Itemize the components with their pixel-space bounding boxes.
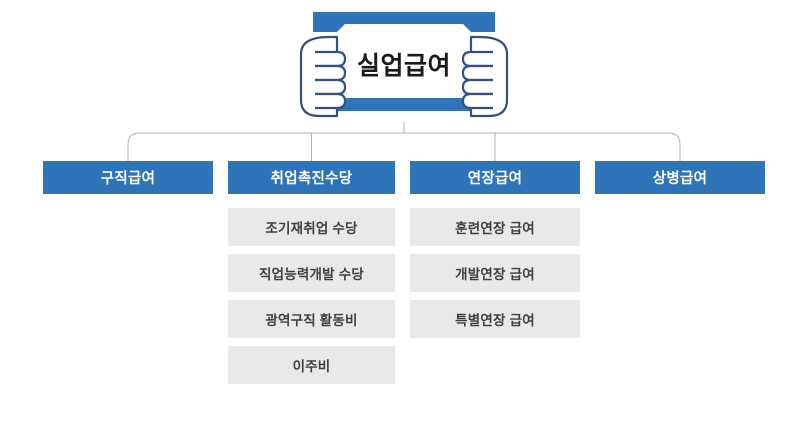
root-emblem-hands-banner <box>293 6 515 122</box>
category-header-employment-promotion-allowance[interactable]: 취업촉진수당 <box>228 161 395 194</box>
sub-item-early-reemployment-allowance[interactable]: 조기재취업 수당 <box>228 208 395 246</box>
sub-item-vocational-development-allowance[interactable]: 직업능력개발 수당 <box>228 254 395 292</box>
root-node-label: 실업급여 <box>356 51 451 80</box>
sub-item-wide-area-job-search-cost[interactable]: 광역구직 활동비 <box>228 300 395 338</box>
right-hand-icon <box>461 35 509 118</box>
category-header-extended-benefit[interactable]: 연장급여 <box>410 161 580 194</box>
sub-item-special-extension-benefit[interactable]: 특별연장 급여 <box>410 300 580 338</box>
sub-item-development-extension-benefit[interactable]: 개발연장 급여 <box>410 254 580 292</box>
category-header-job-seeking-benefit[interactable]: 구직급여 <box>43 161 213 194</box>
left-hand-icon <box>299 35 347 118</box>
sub-item-relocation-cost[interactable]: 이주비 <box>228 346 395 384</box>
banner-top-bar <box>313 12 495 32</box>
category-column-sickness-benefit: 상병급여 <box>595 161 765 194</box>
category-header-sickness-benefit[interactable]: 상병급여 <box>595 161 765 194</box>
sub-item-training-extension-benefit[interactable]: 훈련연장 급여 <box>410 208 580 246</box>
category-column-job-seeking-benefit: 구직급여 <box>43 161 213 194</box>
banner-bottom-bar <box>329 98 479 111</box>
